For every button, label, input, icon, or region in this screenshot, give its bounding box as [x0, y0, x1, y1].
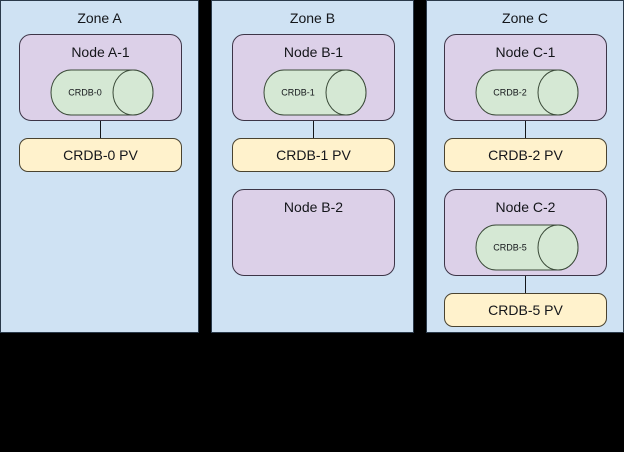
volume-label-crdb-0-pv: CRDB-0 PV — [63, 147, 138, 163]
node-label-c-2: Node C-2 — [495, 199, 556, 215]
cylinder-icon — [50, 69, 154, 116]
volume-label-crdb-5-pv: CRDB-5 PV — [488, 302, 563, 318]
node-label-b-1: Node B-1 — [283, 44, 344, 60]
database-cylinder-crdb-1[interactable]: CRDB-1 — [263, 69, 367, 116]
node-container-c-2[interactable]: Node C-2 CRDB-5 — [444, 189, 607, 276]
node-label-b-2: Node B-2 — [283, 199, 344, 215]
volume-box-crdb-5-pv[interactable]: CRDB-5 PV — [444, 293, 607, 327]
connector-node-c-2-to-crdb-5-pv — [525, 276, 526, 293]
cylinder-icon — [475, 69, 579, 116]
node-label-a-1: Node A-1 — [71, 44, 130, 60]
volume-label-crdb-2-pv: CRDB-2 PV — [488, 147, 563, 163]
zone-container-b[interactable]: Zone B Node B-1 CRDB-1 CRDB-1 PV Node B-… — [211, 0, 414, 333]
cylinder-icon — [475, 224, 579, 271]
volume-box-crdb-1-pv[interactable]: CRDB-1 PV — [232, 138, 395, 172]
node-container-c-1[interactable]: Node C-1 CRDB-2 — [444, 34, 607, 121]
zone-container-c[interactable]: Zone C Node C-1 CRDB-2 CRDB-2 PV Node C-… — [426, 0, 624, 333]
database-cylinder-crdb-2[interactable]: CRDB-2 — [475, 69, 579, 116]
volume-box-crdb-2-pv[interactable]: CRDB-2 PV — [444, 138, 607, 172]
zone-label-a: Zone A — [77, 10, 122, 26]
node-container-b-1[interactable]: Node B-1 CRDB-1 — [232, 34, 395, 121]
zone-label-b: Zone B — [289, 10, 336, 26]
zone-container-a[interactable]: Zone A Node A-1 CRDB-0 CRDB-0 PV — [0, 0, 199, 333]
connector-node-c-1-to-crdb-2-pv — [525, 121, 526, 138]
volume-box-crdb-0-pv[interactable]: CRDB-0 PV — [19, 138, 182, 172]
node-label-c-1: Node C-1 — [495, 44, 556, 60]
connector-node-b-1-to-crdb-1-pv — [313, 121, 314, 138]
node-container-b-2[interactable]: Node B-2 — [232, 189, 395, 276]
cylinder-icon — [263, 69, 367, 116]
volume-label-crdb-1-pv: CRDB-1 PV — [276, 147, 351, 163]
connector-node-a-1-to-crdb-0-pv — [100, 121, 101, 138]
node-container-a-1[interactable]: Node A-1 CRDB-0 — [19, 34, 182, 121]
database-cylinder-crdb-0[interactable]: CRDB-0 — [50, 69, 154, 116]
database-cylinder-crdb-5[interactable]: CRDB-5 — [475, 224, 579, 271]
zone-label-c: Zone C — [502, 10, 548, 26]
